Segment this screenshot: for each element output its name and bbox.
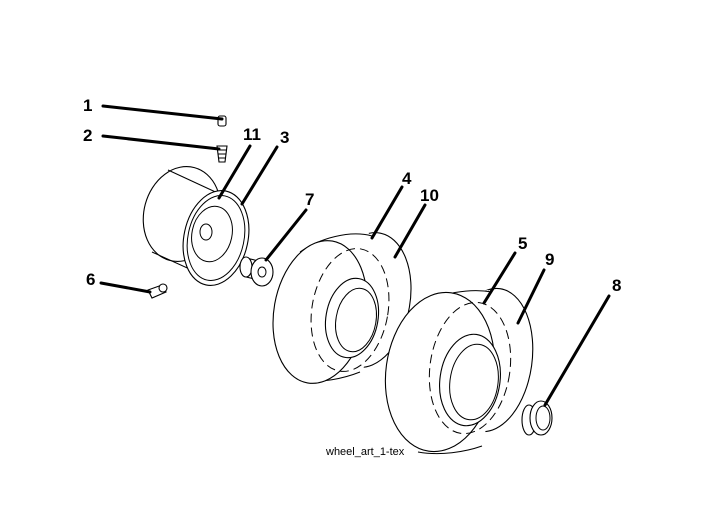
leader-11 [217, 144, 252, 200]
callout-4: 4 [402, 169, 412, 188]
callout-3: 3 [280, 128, 289, 147]
callout-7: 7 [305, 190, 314, 209]
leader-8 [543, 294, 611, 407]
callout-9: 9 [545, 250, 554, 269]
leader-9 [516, 268, 546, 325]
leader-lines [99, 104, 611, 407]
bolt [147, 283, 168, 299]
callout-11: 11 [243, 125, 261, 144]
leader-10 [393, 203, 427, 259]
callout-1: 1 [83, 96, 92, 115]
leader-3 [240, 145, 279, 206]
callout-10: 10 [420, 186, 439, 205]
leader-1 [101, 104, 224, 121]
leader-2 [101, 134, 221, 151]
leader-6 [99, 281, 152, 294]
callout-2: 2 [83, 126, 92, 145]
callout-8: 8 [612, 276, 621, 295]
rim-assembly [142, 166, 250, 286]
rear-tire [384, 287, 534, 455]
front-tire [272, 232, 412, 385]
leader-4 [370, 185, 404, 240]
leader-5 [482, 251, 517, 305]
bushing [239, 256, 274, 287]
figure-caption: wheel_art_1-tex [325, 446, 405, 458]
callout-labels: 1 2 11 3 7 4 10 5 9 8 6 [83, 96, 621, 295]
callout-5: 5 [518, 234, 527, 253]
leader-7 [264, 208, 308, 262]
callout-6: 6 [86, 270, 95, 289]
hub-cap [521, 400, 553, 436]
